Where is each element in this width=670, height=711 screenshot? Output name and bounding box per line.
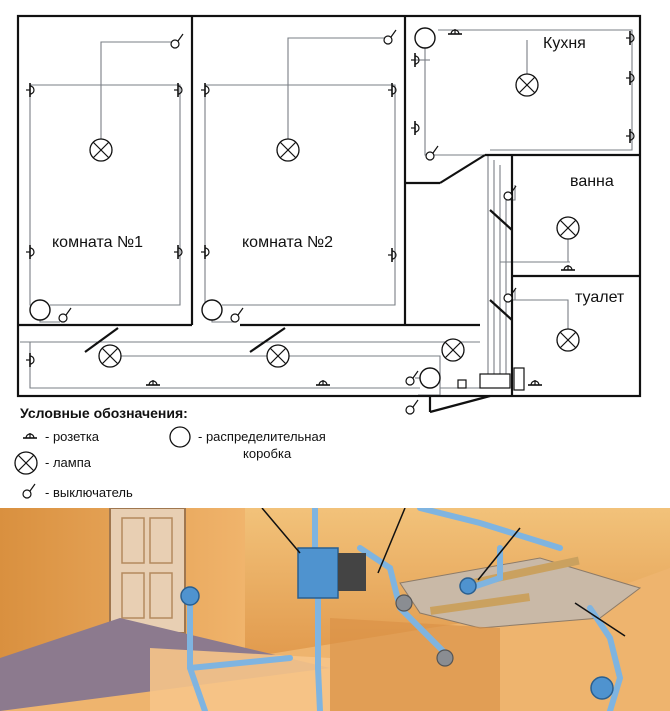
socket-icon — [315, 379, 331, 386]
lamp-icon — [14, 451, 38, 475]
junction-box-icon — [201, 299, 223, 321]
socket-icon — [22, 432, 38, 439]
socket-icon — [625, 128, 635, 144]
legend-socket-label: - розетка — [45, 429, 100, 444]
switch-icon — [170, 33, 184, 49]
legend-junction-box-label: - распределительная — [198, 429, 326, 444]
junction-box-icon — [169, 426, 191, 448]
lamp-icon — [89, 138, 113, 162]
socket-icon — [173, 244, 183, 260]
socket-icon — [25, 352, 35, 368]
legend-lamp-label: - лампа — [45, 455, 92, 470]
riser-boxes — [457, 367, 525, 391]
junction-box-illustration — [297, 547, 339, 599]
switch-icon — [22, 483, 36, 499]
socket-icon — [410, 120, 420, 136]
lamp-icon — [441, 338, 465, 362]
socket-icon — [625, 30, 635, 46]
switch-icon — [383, 29, 397, 45]
lamp-icon — [276, 138, 300, 162]
socket-icon — [560, 264, 576, 271]
socket-icon — [527, 379, 543, 386]
socket-icon — [200, 244, 210, 260]
socket-icon — [25, 244, 35, 260]
walls — [16, 14, 642, 414]
door-illustration — [109, 508, 186, 634]
room-1-label: комната №1 — [52, 234, 143, 251]
wiring-installation-illustration — [0, 508, 670, 711]
socket-icon — [625, 70, 635, 86]
switch-icon — [425, 145, 439, 161]
switch-icon — [503, 185, 517, 201]
legend-title: Условные обозначения: — [20, 405, 188, 421]
kitchen-label: Кухня — [543, 35, 586, 52]
junction-box-icon — [414, 27, 436, 49]
junction-boxes — [29, 27, 441, 389]
junction-box-icon — [29, 299, 51, 321]
lamp-icon — [98, 344, 122, 368]
switch-icon — [58, 307, 72, 323]
wall-box-illustration — [590, 676, 614, 700]
legend-switch-label: - выключатель — [45, 485, 133, 500]
callout-lines — [261, 508, 626, 637]
toilet-label: туалет — [575, 289, 625, 306]
socket-box-illustration — [180, 586, 200, 606]
sockets — [25, 28, 635, 386]
junction-box-icon — [419, 367, 441, 389]
wiring-floor-plan: комната №1 комната №2 Кухня ванна туалет — [14, 14, 642, 500]
legend: Условные обозначения: - розетка - лампа … — [14, 405, 326, 500]
lamp-icon — [515, 73, 539, 97]
switch-icon — [230, 307, 244, 323]
room-2-label: комната №2 — [242, 234, 333, 251]
lamp-icon — [556, 328, 580, 352]
ceiling-box-illustration — [459, 577, 477, 595]
socket-icon — [145, 379, 161, 386]
switch-icon — [405, 399, 419, 415]
panel-illustration — [338, 553, 366, 591]
legend-junction-box-label-2: коробка — [243, 446, 292, 461]
wiring-lines — [20, 29, 633, 396]
lamp-icon — [266, 344, 290, 368]
bath-label: ванна — [570, 173, 614, 190]
lamp-icon — [556, 216, 580, 240]
